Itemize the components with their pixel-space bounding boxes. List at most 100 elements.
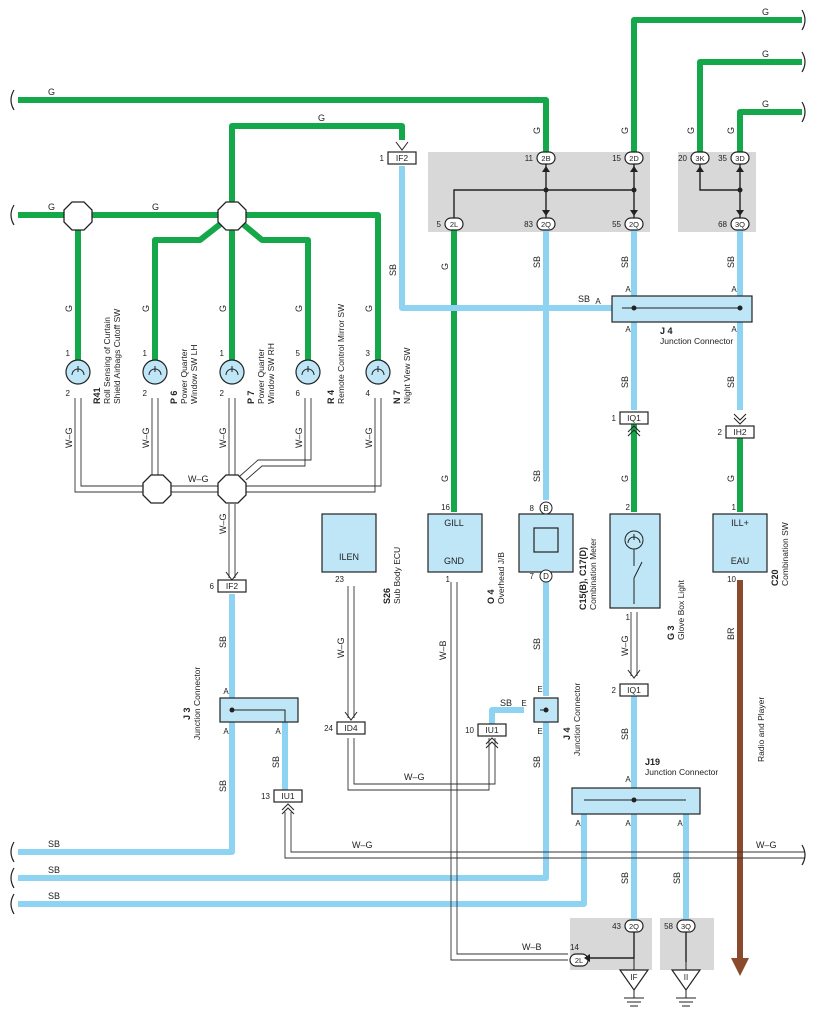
svg-text:1: 1 <box>220 349 225 358</box>
tag-iu1-mid: IU1 <box>485 725 499 735</box>
radio-label: Radio and Player <box>756 697 766 762</box>
switch-indicators: 1 2 1 2 1 2 5 6 3 4 <box>65 349 391 398</box>
svg-text:2L: 2L <box>450 220 458 229</box>
svg-text:3Q: 3Q <box>735 220 745 229</box>
svg-text:EAU: EAU <box>731 556 750 566</box>
svg-text:A: A <box>275 727 281 736</box>
svg-text:A: A <box>223 687 229 696</box>
tag-id4: ID4 <box>344 723 358 733</box>
svg-text:R 4: R 4 <box>326 390 336 404</box>
svg-text:GND: GND <box>444 556 465 566</box>
svg-text:2D: 2D <box>629 154 639 163</box>
svg-text:W–G: W–G <box>218 513 228 534</box>
switch-r4: 5 6 <box>295 349 321 398</box>
svg-text:G: G <box>440 263 450 270</box>
svg-text:83: 83 <box>524 220 533 229</box>
svg-text:G: G <box>532 127 542 134</box>
svg-text:G 3: G 3 <box>666 625 676 640</box>
svg-text:W–G: W–G <box>218 427 228 448</box>
svg-text:2: 2 <box>718 428 723 437</box>
svg-text:SB: SB <box>500 698 512 708</box>
svg-text:W–B: W–B <box>522 942 542 952</box>
svg-text:Sub Body ECU: Sub Body ECU <box>392 547 402 604</box>
svg-text:A: A <box>595 297 601 306</box>
svg-text:Junction Connector: Junction Connector <box>645 767 718 777</box>
svg-text:E: E <box>521 699 526 708</box>
svg-text:55: 55 <box>612 220 621 229</box>
svg-text:ILEN: ILEN <box>339 552 359 562</box>
svg-text:Overhead J/B: Overhead J/B <box>496 552 506 604</box>
svg-text:A: A <box>625 285 631 294</box>
splice-points <box>63 201 247 504</box>
svg-text:20: 20 <box>678 154 687 163</box>
svg-text:5: 5 <box>296 349 301 358</box>
svg-text:7: 7 <box>530 572 535 581</box>
tag-iq1-bottom: IQ1 <box>627 685 641 695</box>
jb-area-main <box>428 152 650 232</box>
svg-text:G: G <box>440 475 450 482</box>
svg-text:W–G: W–G <box>364 427 374 448</box>
svg-text:SB: SB <box>620 872 630 884</box>
svg-text:W–G: W–G <box>620 635 630 656</box>
wire-color-labels: G G G G G G G G G G G G G G G G G G G G … <box>48 7 777 952</box>
svg-text:A: A <box>575 819 581 828</box>
svg-text:G: G <box>64 305 74 312</box>
svg-text:Power Quarter: Power Quarter <box>179 349 189 404</box>
svg-text:14: 14 <box>570 943 579 952</box>
svg-text:Window SW LH: Window SW LH <box>189 344 199 404</box>
wg-wires <box>74 398 805 859</box>
switch-n7: 3 4 <box>365 349 391 398</box>
svg-text:23: 23 <box>335 575 344 584</box>
svg-text:W–G: W–G <box>756 840 777 850</box>
junction-j3: A A A J 3 Junction Connector <box>182 667 299 740</box>
svg-text:35: 35 <box>718 154 727 163</box>
svg-text:Roll Sensing of Curtain: Roll Sensing of Curtain <box>102 317 112 404</box>
svg-text:C15(B), C17(D): C15(B), C17(D) <box>578 547 588 610</box>
svg-text:16: 16 <box>441 503 450 512</box>
svg-text:A: A <box>625 775 631 784</box>
svg-text:Junction Connector: Junction Connector <box>192 667 202 740</box>
svg-text:8: 8 <box>530 504 535 513</box>
switch-p7: 1 2 <box>219 349 245 398</box>
svg-text:G: G <box>726 127 736 134</box>
tag-if2-bottom: IF2 <box>226 581 239 591</box>
svg-text:G: G <box>218 305 228 312</box>
svg-text:J 4: J 4 <box>660 326 673 336</box>
svg-text:SB: SB <box>388 264 398 276</box>
svg-text:1: 1 <box>66 349 71 358</box>
svg-text:68: 68 <box>718 220 727 229</box>
svg-text:11: 11 <box>525 154 534 163</box>
svg-text:B: B <box>543 504 548 513</box>
svg-text:SB: SB <box>532 756 542 768</box>
svg-text:G: G <box>48 87 55 97</box>
svg-text:13: 13 <box>261 792 270 801</box>
svg-text:15: 15 <box>612 154 621 163</box>
tag-ih2: IH2 <box>733 427 747 437</box>
svg-text:4: 4 <box>366 389 371 398</box>
svg-text:SB: SB <box>271 756 281 768</box>
tag-iu1-left: IU1 <box>281 791 295 801</box>
svg-text:W–G: W–G <box>352 840 373 850</box>
svg-text:A: A <box>677 819 683 828</box>
svg-text:J 3: J 3 <box>182 707 192 720</box>
svg-text:2: 2 <box>220 389 225 398</box>
svg-text:SB: SB <box>532 470 542 482</box>
connector-tags: IF2 1 IF2 6 IQ1 1 IH2 2 IQ1 2 ID4 24 IU1… <box>210 141 755 815</box>
svg-text:6: 6 <box>210 582 215 591</box>
svg-text:1: 1 <box>380 154 385 163</box>
svg-text:IF: IF <box>630 973 637 982</box>
svg-text:2: 2 <box>626 503 631 512</box>
svg-text:SB: SB <box>726 376 736 388</box>
svg-text:A: A <box>625 819 631 828</box>
svg-text:3: 3 <box>366 349 371 358</box>
svg-text:G: G <box>364 305 374 312</box>
svg-text:G: G <box>620 127 630 134</box>
svg-text:W–G: W–G <box>404 772 425 782</box>
br-arrow <box>731 958 749 976</box>
svg-text:R41: R41 <box>92 387 102 404</box>
svg-text:G: G <box>762 99 769 109</box>
ground-ii: II <box>670 962 702 1007</box>
svg-text:Remote Control Mirror SW: Remote Control Mirror SW <box>336 304 346 404</box>
svg-text:E: E <box>537 727 542 736</box>
